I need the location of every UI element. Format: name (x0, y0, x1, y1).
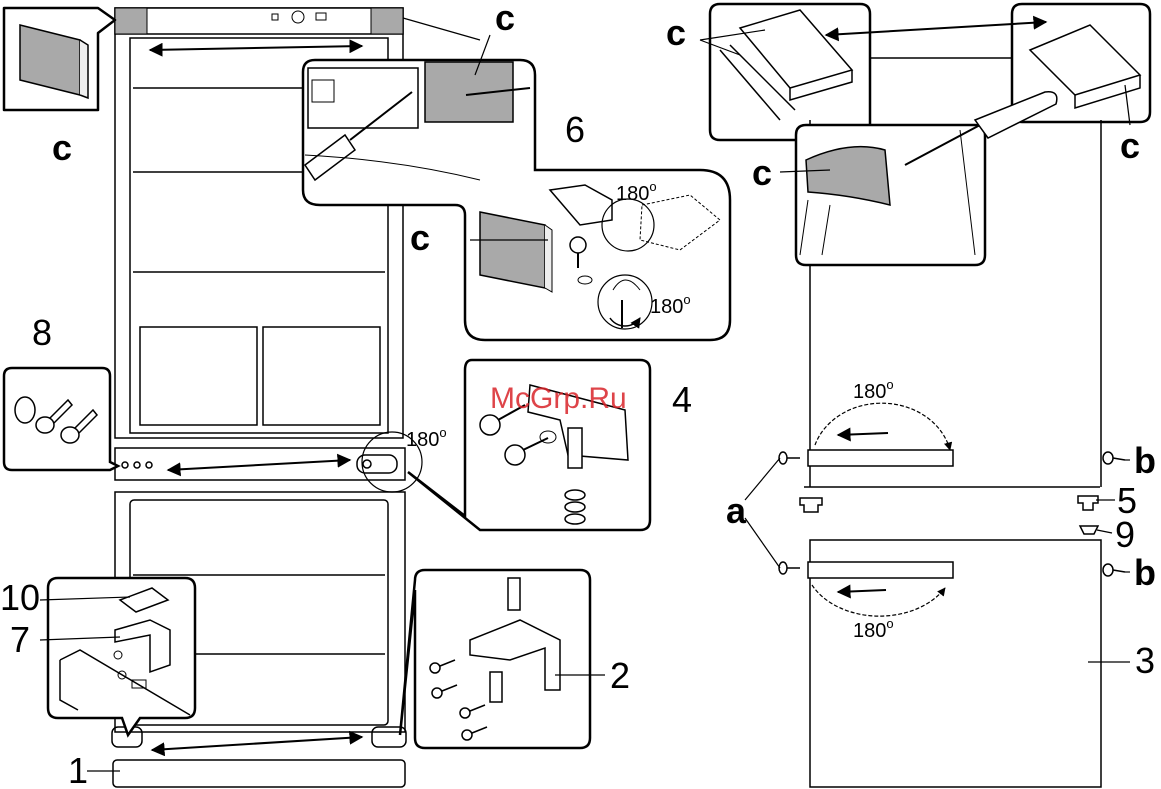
rotation-label-4: 180o (406, 425, 447, 451)
callout-top-right-covers (710, 4, 1150, 140)
callout-2 (400, 570, 590, 748)
label-4: 4 (672, 379, 692, 420)
base-cover (113, 760, 405, 787)
callout-top-cover (4, 8, 115, 110)
label-a: a (726, 490, 747, 531)
door-handle-upper: 180o (808, 377, 953, 466)
label-9: 9 (1115, 514, 1135, 555)
label-b-upper: b (1134, 440, 1156, 481)
bottom-arrow (152, 737, 362, 750)
callout-6: 180o 180o (303, 60, 730, 340)
label-c-panel: c (410, 217, 430, 258)
callout-8 (4, 368, 118, 470)
label-7: 7 (10, 619, 30, 660)
control-panel (115, 8, 403, 34)
label-3: 3 (1135, 640, 1155, 681)
middle-strip-arrow (168, 460, 350, 470)
label-1: 1 (68, 750, 88, 789)
top-panel-arrow (150, 46, 362, 50)
door-screws (779, 452, 1125, 576)
label-10: 10 (0, 577, 40, 618)
rotation-label-upper: 180o (853, 377, 894, 403)
callout-bottom-left-hinge (48, 578, 195, 735)
label-c-right-top: c (666, 12, 686, 53)
label-b-lower: b (1134, 552, 1156, 593)
label-c-top: c (495, 0, 515, 38)
watermark: McGrp.Ru (490, 382, 627, 415)
label-2: 2 (610, 655, 630, 696)
label-8: 8 (32, 312, 52, 353)
label-c-right-mid: c (752, 152, 772, 193)
label-c-right-edge: c (1120, 125, 1140, 166)
label-c-left: c (52, 127, 72, 168)
rotation-label-lower: 180o (853, 616, 894, 642)
label-6: 6 (565, 109, 585, 150)
freezer-door: 180o (808, 540, 1101, 787)
